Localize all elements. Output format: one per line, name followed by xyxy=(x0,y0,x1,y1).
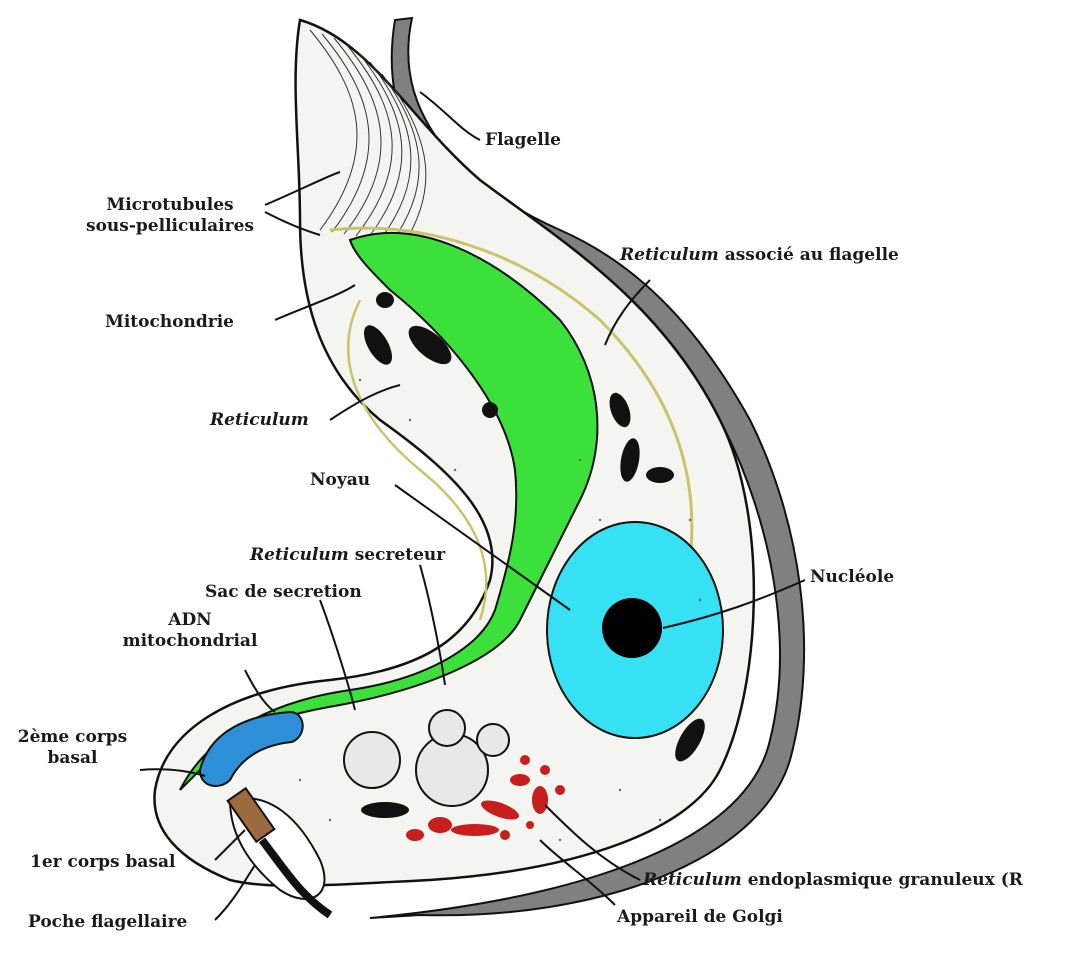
label-microtubules-line2: sous-pelliculaires xyxy=(75,216,265,237)
label-reticulum-secreteur-em: Reticulum xyxy=(250,545,349,565)
label-adn-mitochondrial: ADN mitochondrial xyxy=(100,610,280,653)
label-poche-flagellaire: Poche flagellaire xyxy=(28,912,187,933)
label-flagelle: Flagelle xyxy=(485,130,561,151)
label-2eme-corps-basal: 2ème corps basal xyxy=(5,727,140,770)
label-nucleole: Nucléole xyxy=(810,567,894,588)
label-reticulum-flagelle-em: Reticulum xyxy=(620,245,719,265)
label-microtubules-line1: Microtubules xyxy=(75,195,265,216)
label-reticulum-endoplasmique: Reticulum endoplasmique granuleux (R xyxy=(643,870,1023,891)
label-reticulum-flagelle-rest: associé au flagelle xyxy=(719,245,899,265)
label-reticulum-em: Reticulum xyxy=(210,410,309,430)
label-microtubules: Microtubules sous-pelliculaires xyxy=(75,195,265,238)
label-adn-line1: ADN xyxy=(100,610,280,631)
label-reticulum-flagelle: Reticulum associé au flagelle xyxy=(620,245,899,266)
label-appareil-golgi: Appareil de Golgi xyxy=(617,907,783,928)
label-mitochondrie: Mitochondrie xyxy=(105,312,234,333)
label-sac-secretion: Sac de secretion xyxy=(205,582,362,603)
label-1er-corps-basal: 1er corps basal xyxy=(30,852,176,873)
nucleolus xyxy=(602,598,662,658)
label-reticulum-secreteur-rest: secreteur xyxy=(349,545,445,565)
label-reticulum: Reticulum xyxy=(210,410,309,431)
label-noyau: Noyau xyxy=(310,470,370,491)
label-rer-rest: endoplasmique granuleux (R xyxy=(742,870,1023,890)
label-reticulum-secreteur: Reticulum secreteur xyxy=(250,545,445,566)
label-corps2-line1: 2ème corps xyxy=(5,727,140,748)
label-rer-em: Reticulum xyxy=(643,870,742,890)
label-corps2-line2: basal xyxy=(5,748,140,769)
label-adn-line2: mitochondrial xyxy=(100,631,280,652)
